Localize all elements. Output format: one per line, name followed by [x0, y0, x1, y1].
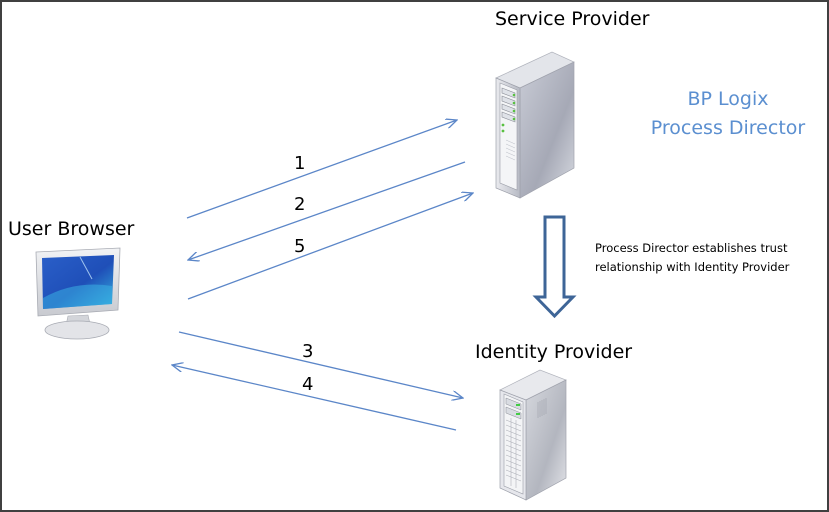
monitor-icon-user-browser: [35, 247, 121, 340]
step-arrow-3: [178, 331, 463, 398]
brand-product: Process Director: [650, 117, 806, 139]
identity-provider-title: Identity Provider: [475, 341, 633, 363]
step-label-4: 4: [302, 374, 314, 395]
brand-name: BP Logix: [687, 88, 769, 110]
server-icon-identity-provider: [499, 369, 567, 501]
service-provider-title: Service Provider: [495, 8, 650, 30]
step-arrow-2: [188, 161, 466, 260]
step-label-1: 1: [294, 153, 306, 174]
trust-note: Process Director establishes trust relat…: [595, 239, 789, 277]
trust-note-line1: Process Director establishes trust: [595, 241, 788, 255]
trust-arrow: [532, 215, 577, 319]
step-label-2: 2: [294, 194, 306, 215]
step-arrow-5: [187, 193, 473, 300]
step-arrow-1: [186, 120, 457, 219]
trust-note-line2: relationship with Identity Provider: [595, 260, 790, 274]
user-browser-title: User Browser: [8, 218, 135, 240]
step-arrow-4: [172, 365, 457, 431]
step-label-5: 5: [294, 236, 306, 257]
step-label-3: 3: [302, 341, 314, 362]
brand-label: BP Logix Process Director: [642, 85, 814, 143]
server-icon-service-provider: [495, 51, 575, 199]
